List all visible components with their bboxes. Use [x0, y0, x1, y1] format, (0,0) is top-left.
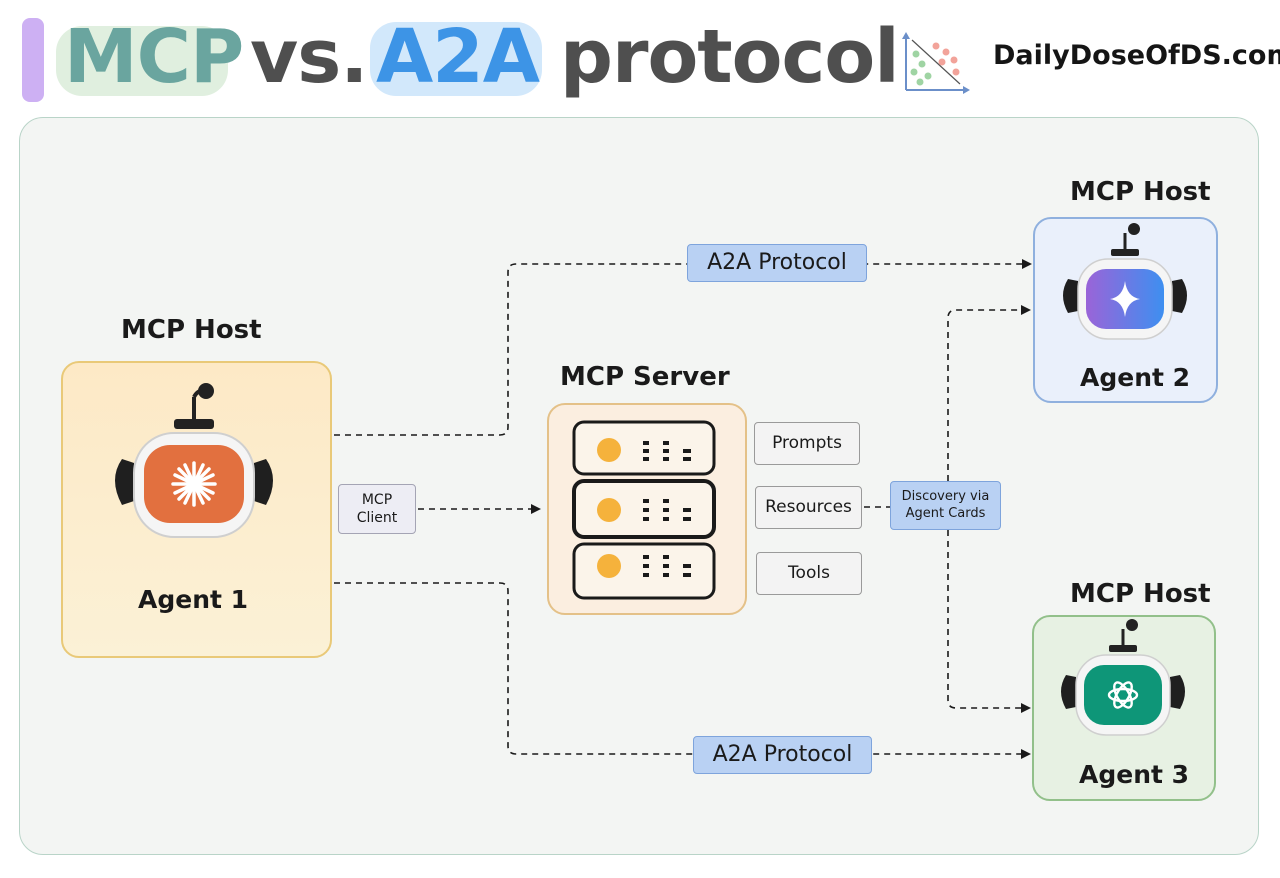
title-a2a-highlight — [370, 22, 542, 96]
mcp-client-box[interactable]: MCP Client — [338, 484, 416, 534]
agent3-robot-icon — [1061, 619, 1185, 736]
a2a-protocol-top-pill[interactable]: A2A Protocol — [687, 244, 867, 282]
discovery-agent3-connector — [947, 530, 1031, 713]
title-accent-bar — [22, 18, 44, 102]
title-word-mcp: MCP — [64, 14, 244, 100]
agent1-robot-icon — [115, 383, 273, 538]
a2a-top-connector — [334, 259, 1032, 436]
brand-name: DailyDoseOfDS.com — [993, 40, 1280, 71]
title-mcp-highlight — [56, 26, 228, 96]
a2a-protocol-bottom-pill[interactable]: A2A Protocol — [693, 736, 872, 774]
discovery-line2: Agent Cards — [905, 506, 986, 521]
agent2-robot-icon — [1063, 223, 1187, 340]
agent3-host-label: MCP Host — [1070, 579, 1211, 609]
claude-burst-icon — [171, 461, 217, 507]
mcp-client-line2: Client — [356, 510, 398, 526]
agent1-name: Agent 1 — [138, 585, 249, 614]
discovery-agent2-connector — [947, 305, 1031, 481]
capability-tools[interactable]: Tools — [756, 552, 862, 595]
agent1-host-label: MCP Host — [121, 315, 262, 345]
server-rack-icon — [572, 420, 716, 600]
capability-prompts[interactable]: Prompts — [754, 422, 860, 465]
a2a-bottom-connector — [334, 582, 1031, 759]
discovery-line1: Discovery via — [901, 489, 990, 504]
title-word-protocol: protocol — [560, 14, 900, 100]
mcp-client-line1: MCP — [361, 492, 393, 508]
title-word-a2a: A2A — [376, 14, 540, 100]
brand-scatter-logo-icon — [902, 32, 970, 94]
agent2-name: Agent 2 — [1080, 363, 1191, 392]
capability-resources[interactable]: Resources — [755, 486, 862, 529]
gemini-sparkle-icon — [1110, 281, 1140, 317]
discovery-agent-cards-pill[interactable]: Discovery via Agent Cards — [890, 481, 1001, 530]
agent2-host-label: MCP Host — [1070, 177, 1211, 207]
mcp-server-label: MCP Server — [560, 362, 730, 392]
agent3-name: Agent 3 — [1079, 760, 1190, 789]
openai-knot-icon — [1107, 681, 1139, 709]
title-word-vs: vs. — [250, 14, 368, 100]
